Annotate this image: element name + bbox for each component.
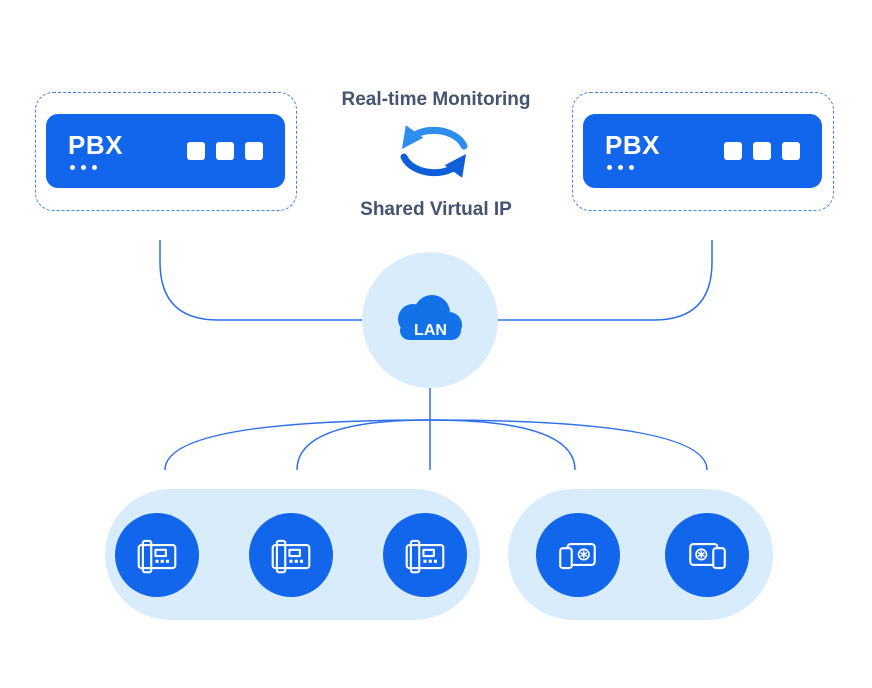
ip-phone-node xyxy=(383,513,467,597)
sync-arrows-icon xyxy=(388,117,480,187)
port-square xyxy=(724,142,742,160)
port-square xyxy=(782,142,800,160)
led-dot xyxy=(81,165,86,170)
led-dot xyxy=(618,165,623,170)
led-dots xyxy=(68,165,123,170)
led-dot xyxy=(629,165,634,170)
pbx-right-unit: PBX xyxy=(583,114,822,188)
led-dot xyxy=(70,165,75,170)
port-squares xyxy=(724,142,800,160)
realtime-monitoring-label: Real-time Monitoring xyxy=(341,89,531,110)
pbx-right-label: PBX xyxy=(605,130,660,160)
pbx-left-ha-frame: PBX xyxy=(35,92,297,211)
lan-label: LAN xyxy=(414,322,447,339)
shared-virtual-ip-label: Shared Virtual IP xyxy=(360,199,512,220)
pbx-left-label: PBX xyxy=(68,130,123,160)
desk-phone-icon xyxy=(137,539,177,574)
softphone-devices-icon xyxy=(689,542,726,570)
ip-phone-node xyxy=(249,513,333,597)
cloud-icon: LAN xyxy=(398,295,462,340)
desk-phone-icon xyxy=(405,539,445,574)
port-square xyxy=(216,142,234,160)
port-square xyxy=(753,142,771,160)
lan-node: LAN xyxy=(362,252,498,388)
pbx-right-ha-frame: PBX xyxy=(572,92,834,211)
softphone-node xyxy=(536,513,620,597)
led-dot xyxy=(92,165,97,170)
port-squares xyxy=(187,142,263,160)
desk-phone-icon xyxy=(271,539,311,574)
led-dot xyxy=(607,165,612,170)
port-square xyxy=(245,142,263,160)
ip-phone-node xyxy=(115,513,199,597)
softphone-devices-icon xyxy=(559,542,596,570)
pbx-left-unit: PBX xyxy=(46,114,285,188)
softphone-node xyxy=(665,513,749,597)
port-square xyxy=(187,142,205,160)
led-dots xyxy=(605,165,660,170)
